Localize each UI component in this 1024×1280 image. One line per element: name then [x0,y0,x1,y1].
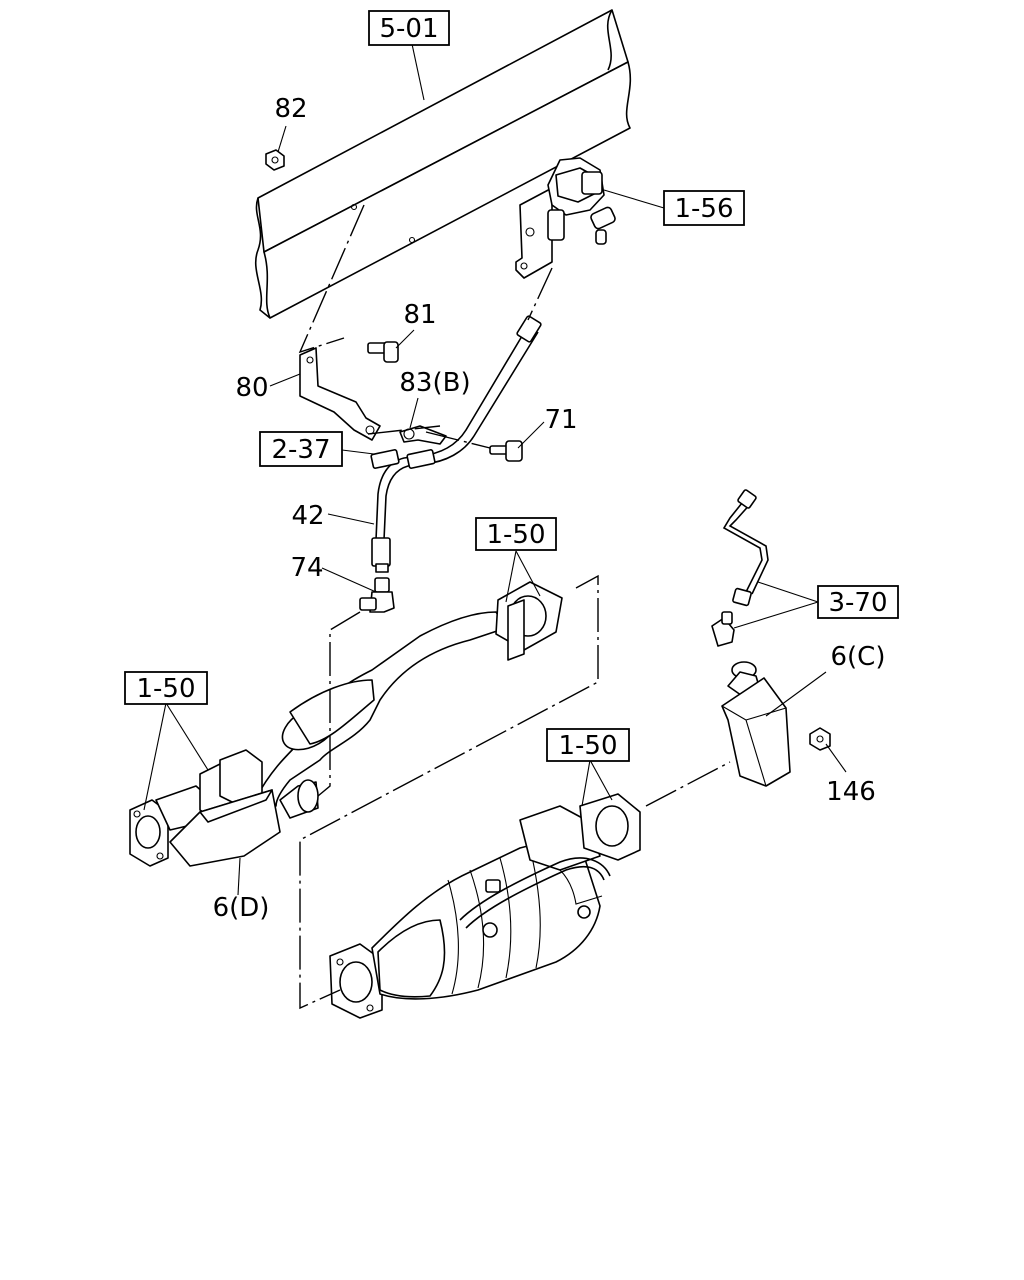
part-42-label: 42 [291,501,324,531]
ref-3-70-label: 3-70 [828,588,887,618]
ref-box-1-50-left: 1-50 [124,671,208,705]
ref-box-2-37: 2-37 [259,431,343,467]
part-71-label: 71 [544,405,577,435]
front-pipe-assembly [129,749,319,867]
part-6c-label: 6(C) [831,642,886,672]
ref-1-50-left-label: 1-50 [136,674,195,704]
part-6d-label: 6(D) [213,893,270,923]
dosing-module-assembly [515,157,616,279]
nut-146 [809,727,831,751]
ref-1-50-top-label: 1-50 [486,520,545,550]
ref-1-56-label: 1-56 [674,194,733,224]
ref-1-50-mid-label: 1-50 [558,731,617,761]
bracket-80 [299,347,381,441]
exhaust-pipe [255,581,563,807]
frame-rail [254,9,632,319]
ref-box-1-50-top: 1-50 [475,517,557,551]
ref-box-5-01: 5-01 [368,10,450,46]
bolt-81 [367,341,399,363]
dpd-converter [329,793,641,1019]
part-80-label: 80 [235,373,268,403]
ref-2-37-label: 2-37 [271,435,330,465]
sensor-pipe-3-70 [711,489,769,647]
part-83b-label: 83(B) [399,368,470,398]
leader-lines [143,43,847,896]
part-82-label: 82 [274,94,307,124]
part-74-label: 74 [290,553,323,583]
ref-box-1-56: 1-56 [663,190,745,226]
nut-82 [265,149,285,171]
ref-box-1-50-mid: 1-50 [546,728,630,762]
ref-box-3-70: 3-70 [817,585,899,619]
elbow-74 [359,577,395,613]
sensor-box-6c [721,661,791,787]
bolt-71 [489,440,523,462]
ref-5-01-label: 5-01 [379,14,438,44]
part-146-label: 146 [826,777,876,807]
alignment-lines [298,204,731,1010]
part-81-label: 81 [403,300,436,330]
